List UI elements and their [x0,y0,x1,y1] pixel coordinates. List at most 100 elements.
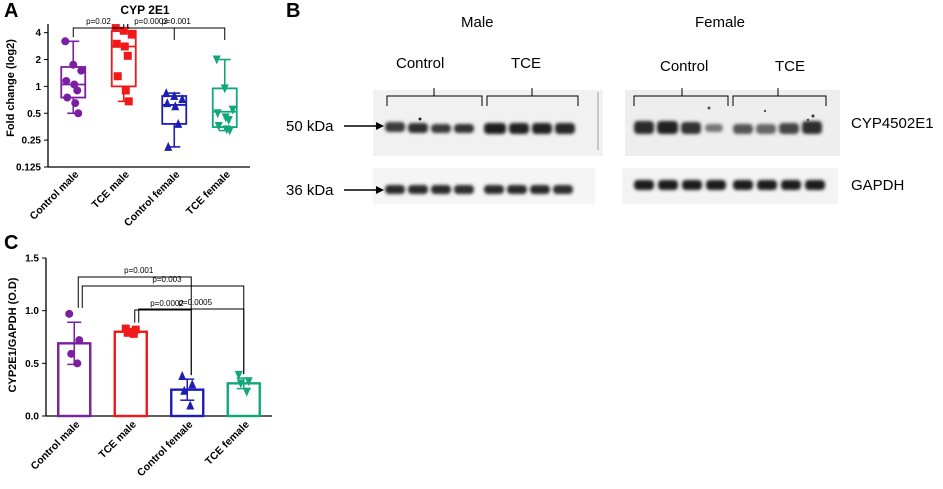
significance-label: p=0.001 [162,17,192,26]
panel-letter-b: B [286,0,301,22]
y-tick-label-c: 1.5 [25,254,39,265]
data-point [224,116,233,126]
data-point [164,141,173,151]
data-point [178,94,187,104]
blot-band-gapdh: GAPDH [851,177,905,194]
data-point [67,349,76,358]
data-point [234,370,243,380]
data-point [236,379,245,389]
data-point [119,26,128,35]
significance-bracket [138,308,245,375]
significance-bracket [72,24,125,38]
chart-a-ylabel: Fold change (log2) [5,39,17,137]
significance-bracket [127,24,226,40]
bands-cyp-male [385,122,575,134]
data-point [127,30,136,39]
bands-gapdh-female [634,180,825,190]
significance-label: p=0.0005 [178,298,212,307]
bar [113,330,148,418]
blot-male-tce: TCE [511,55,541,72]
data-point [112,39,121,48]
data-point [113,72,122,81]
x-tick-label-c: TCE female [203,419,252,468]
data-point [63,93,72,102]
blot-image [344,88,840,204]
data-point [162,88,171,98]
chart-c-ylabel: CYP2E1/GAPDH (O.D) [7,277,19,392]
data-point [242,387,251,397]
bands-cyp-female [634,121,822,134]
panel-letter-a: A [4,0,19,22]
data-point [73,359,82,368]
blot-band-cyp: CYP4502E1 [851,115,934,132]
data-point [163,98,172,108]
y-tick-label-c: 0.0 [25,412,39,423]
data-point [212,55,221,65]
data-point [65,309,74,318]
data-point [75,336,84,345]
data-point [225,126,234,136]
blot-female-label: Female [695,14,746,31]
y-tick-label-c: 1.0 [25,306,39,317]
brace-female-tce [732,88,827,106]
brace-female-control [633,88,729,106]
brace-male-tce [486,88,579,106]
blot-male-control: Control [396,55,445,72]
western-blot: Male Female Control TCE Control TCE 50 k… [0,0,943,232]
significance-label: p=0.0003 [134,17,168,26]
data-point [77,66,86,75]
box-plot-cyp2e1: CYP 2E1 Fold change (log2) 0.125 0.25 0.5 1… [5,3,250,229]
y-tick-label-a: 0.125 [16,163,41,174]
x-tick-label-c: Control female [135,419,196,480]
y-tick-label-a: 1 [35,82,41,93]
data-point [174,118,183,128]
y-tick-label-a: 2 [35,55,41,66]
bands-gapdh-male [385,185,573,194]
data-point [188,379,197,389]
data-point [121,86,130,95]
data-point [70,80,79,89]
data-point [71,99,80,108]
data-point [170,91,179,101]
data-point [74,109,83,118]
blot-marker-50: 50 kDa [286,118,334,135]
data-point [244,377,253,387]
y-tick-label-c: 0.5 [25,359,39,370]
data-point [220,84,229,94]
data-point [214,121,223,131]
arrow-50kda [344,122,384,130]
data-point [131,325,140,334]
data-point [69,60,78,69]
significance-bracket [134,309,192,376]
significance-label: p=0.0002 [150,299,184,308]
data-point [180,385,189,395]
data-point [228,105,237,115]
y-tick-label-a: 0.25 [22,136,42,147]
data-point [62,76,71,85]
significance-label: p=0.02 [86,17,111,26]
y-tick-label-a: 0.5 [27,109,41,120]
data-point [73,86,82,95]
data-point [178,370,187,380]
data-point [120,42,129,51]
blot-male-label: Male [461,14,494,31]
data-point [213,109,222,119]
significance-label: p=0.003 [152,275,182,284]
chart-a-title: CYP 2E1 [120,3,169,17]
y-tick-label-a: 4 [35,28,41,39]
data-point [171,101,180,111]
data-point [61,37,70,46]
blot-female-tce: TCE [775,58,805,75]
data-point [186,400,195,410]
data-point [129,329,138,338]
data-point [124,97,133,106]
blot-female-control: Control [660,58,709,75]
significance-label: p=0.001 [124,266,154,275]
data-point [123,51,132,60]
panel-letter-c: C [4,232,19,254]
arrow-36kda [344,186,384,194]
blot-marker-36: 36 kDa [286,182,334,199]
x-tick-label-c: TCE male [97,419,139,461]
data-point [123,328,132,337]
